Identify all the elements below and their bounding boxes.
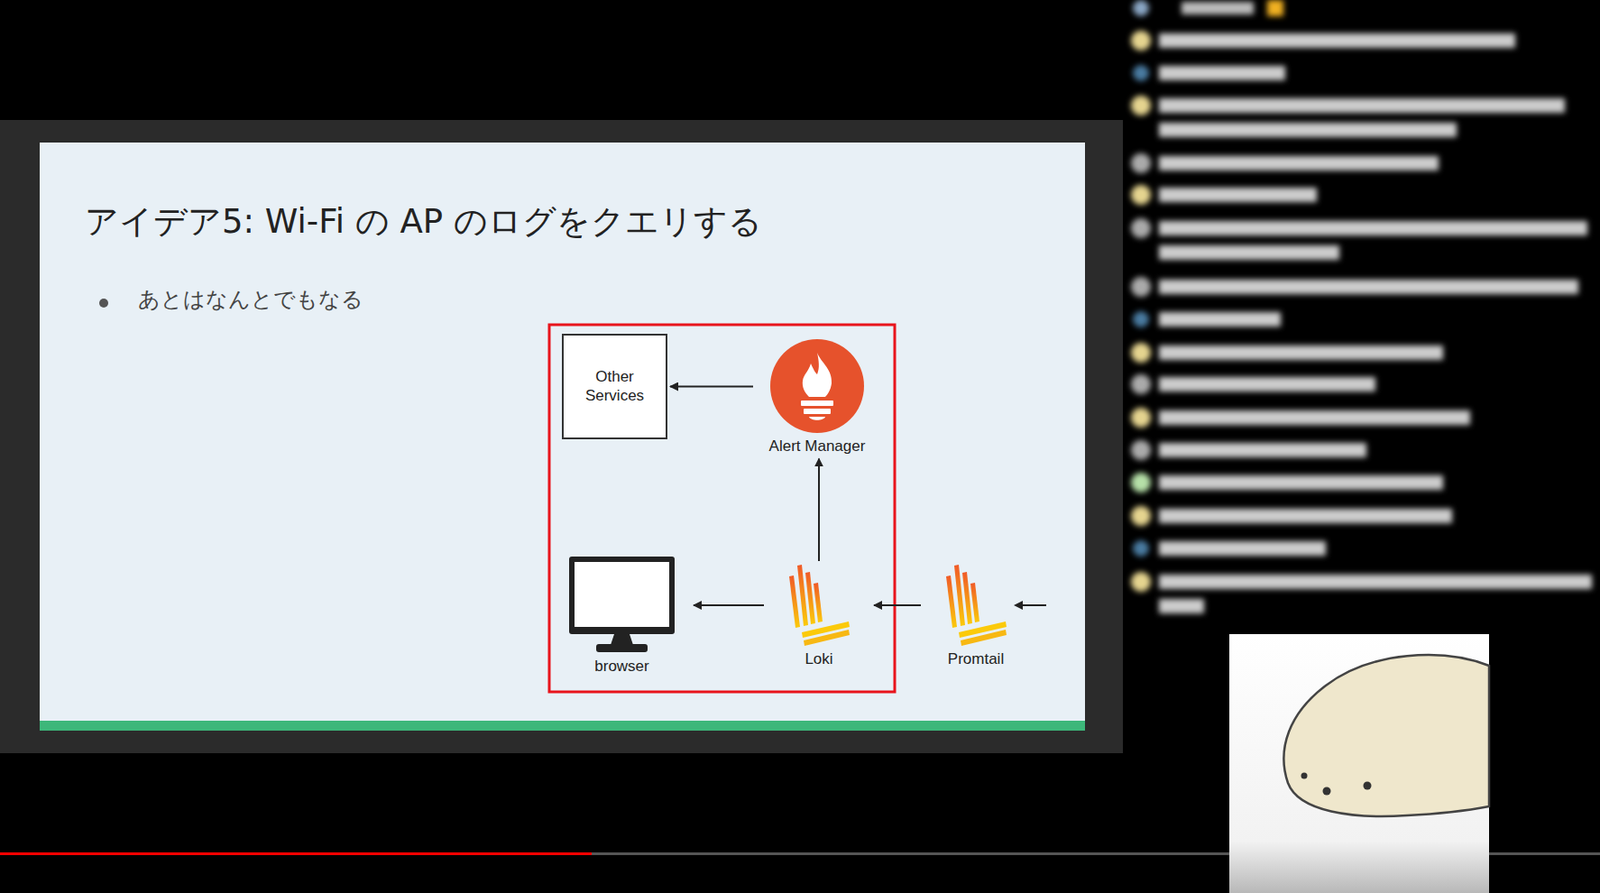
monitor-icon [569,556,675,654]
flow-arrow [693,604,764,607]
node-label: Promtail [923,650,1029,669]
progress-played [0,852,592,856]
mascot [1229,634,1490,893]
chat-sidebar [1131,0,1592,614]
node-label: browser [552,657,691,676]
slide-frame [0,119,1123,754]
bullet-dot [99,298,109,308]
highlight-frame [549,324,895,692]
loki-node: Loki [766,563,872,669]
service-box: Other Services [561,333,668,440]
slide-ground [39,142,1086,731]
prometheus-icon [769,338,865,434]
flow-arrow [818,458,820,561]
loki-icon [785,563,853,647]
node-label: Loki [766,650,872,669]
incoming-arrow [1013,600,1047,610]
node-label: Alert Manager [755,437,879,456]
bullet-text: あとはなんとでもなる [137,286,364,313]
alert-manager-node: Alert Manager [755,338,879,456]
node-label: Other Services [569,367,661,405]
slide-title: アイデア5: Wi-Fi の AP のログをクエリする [84,202,763,242]
browser-node: browser [552,556,691,676]
slide-accent-bar [39,720,1086,731]
flow-arrow [670,386,754,388]
flow-arrow [873,604,921,607]
loki-icon [942,563,1010,647]
promtail-node: Promtail [923,563,1029,669]
